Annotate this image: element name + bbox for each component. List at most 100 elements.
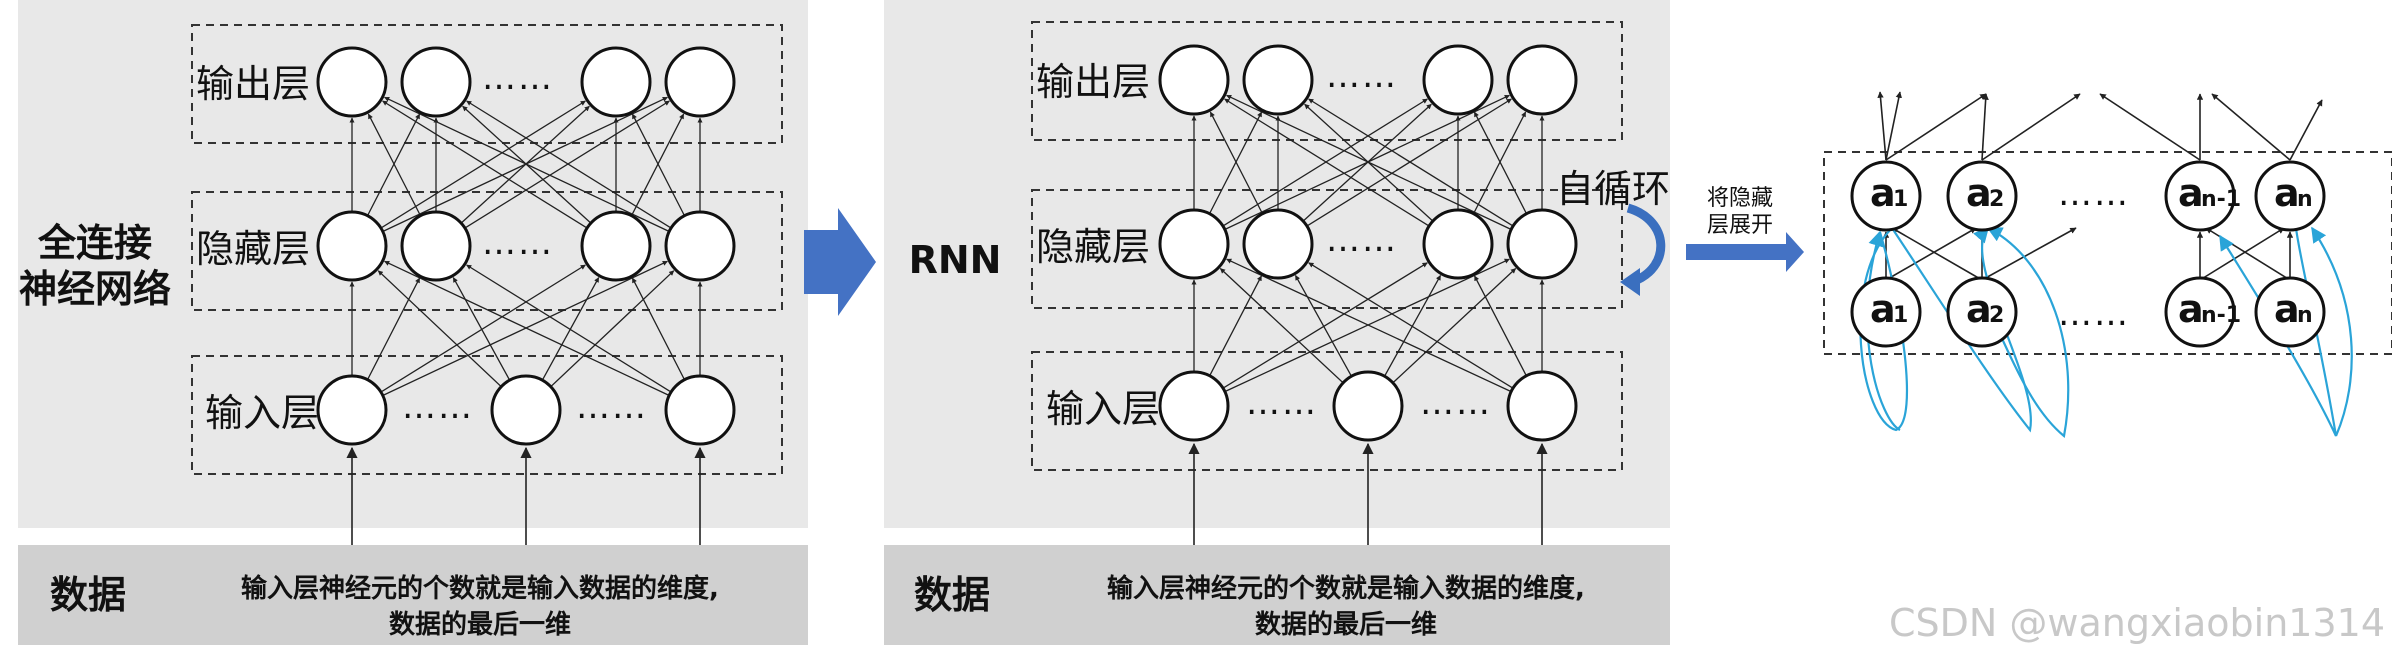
connection-edge — [380, 100, 586, 229]
left-connections — [349, 96, 703, 397]
output-arrow — [2099, 93, 2201, 161]
middle-data-desc-line1: 输入层神经元的个数就是输入数据的维度, — [1107, 573, 1585, 604]
middle-input-neuron — [1506, 370, 1578, 442]
self-loop-arrow — [1626, 203, 1666, 287]
left-input-neuron — [664, 374, 736, 446]
connection-edge — [367, 113, 422, 217]
unfolded-bottom-node — [2164, 276, 2236, 348]
left-hidden-dots: …… — [482, 223, 554, 263]
connection-edge — [1222, 98, 1428, 227]
connection-edge — [1473, 111, 1528, 215]
left-output-neuron — [664, 46, 736, 118]
unfolded-top-node-sub: n-1 — [2201, 187, 2241, 212]
unfolded-top-node-main: a — [2178, 171, 2204, 215]
connection-edge — [466, 264, 672, 393]
unfolded-bottom-node-sub: 1 — [1893, 303, 1908, 328]
unfolded-bottom-node — [1850, 276, 1922, 348]
middle-hidden-neuron — [1422, 208, 1494, 280]
middle-hidden-neuron — [1242, 208, 1314, 280]
left-output-layer-box — [191, 24, 783, 144]
rnn-title: RNN — [909, 238, 1002, 282]
middle-input-dots-2: …… — [1420, 383, 1492, 423]
connection-edge — [631, 277, 686, 381]
output-arrow — [1885, 93, 1987, 161]
middle-connections — [1191, 94, 1545, 393]
connection-arrow — [1885, 227, 1977, 281]
middle-hidden-neuron — [1506, 208, 1578, 280]
left-hidden-neuron — [316, 210, 388, 282]
middle-output-label: 输出层 — [1036, 60, 1150, 104]
left-output-neuron — [316, 46, 388, 118]
middle-input-neuron — [1158, 370, 1230, 442]
flow-arrow-to-rnn — [804, 208, 876, 316]
middle-output-dots: …… — [1326, 56, 1398, 96]
middle-output-neuron — [1506, 44, 1578, 116]
unfolded-bottom-dots: …… — [2058, 294, 2130, 334]
unfolded-hidden-box — [1823, 151, 2392, 355]
unfolded-top-dots: …… — [2058, 174, 2130, 214]
left-input-label: 输入层 — [205, 391, 319, 435]
left-data-bar — [18, 545, 808, 645]
unfolded-bottom-row: a 1 a 2 a n-1 a n — [1850, 276, 2326, 348]
left-hidden-layer-box — [191, 191, 783, 311]
middle-output-neuron — [1422, 44, 1494, 116]
connection-edge — [1308, 262, 1514, 389]
output-arrow — [2211, 93, 2291, 161]
connection-edge — [1219, 268, 1344, 384]
unfolded-top-row: a 1 a 2 a n-1 a n — [1850, 160, 2326, 232]
middle-input-label: 输入层 — [1046, 387, 1160, 431]
left-output-neuron — [400, 46, 472, 118]
output-arrow — [1885, 91, 1902, 161]
unfolded-bottom-node-sub: 2 — [1989, 303, 2004, 328]
left-input-dots-2: …… — [576, 387, 648, 427]
middle-data-label: 数据 — [914, 573, 990, 617]
left-title-line1: 全连接 — [37, 221, 152, 265]
unfolded-top-node-main: a — [1870, 171, 1896, 215]
connection-edge — [631, 113, 686, 217]
connection-edge — [366, 113, 421, 217]
middle-hidden-layer-box — [1031, 189, 1623, 309]
unfolded-bottom-node-sub: n — [2297, 303, 2313, 328]
middle-input-layer-box — [1031, 351, 1623, 471]
left-input-neuron — [316, 374, 388, 446]
unfolded-bottom-node — [1946, 276, 2018, 348]
right-panel: 将隐藏 层展开 — [1686, 91, 2392, 439]
middle-output-layer-box — [1031, 21, 1623, 141]
unfolded-top-node-main: a — [2274, 171, 2300, 215]
left-output-label: 输出层 — [196, 62, 310, 106]
left-hidden-label: 隐藏层 — [196, 227, 310, 271]
unfolded-bottom-node-main: a — [2274, 287, 2300, 331]
connection-edge — [1222, 262, 1428, 389]
left-output-neuron — [580, 46, 652, 118]
connection-edge — [1392, 268, 1517, 384]
connection-edge — [460, 105, 590, 224]
connection-edge — [382, 100, 588, 229]
unfolded-top-node — [2164, 160, 2236, 232]
middle-output-neuron — [1242, 44, 1314, 116]
unfolded-output-arrows — [1877, 91, 2323, 161]
connection-arrow — [1981, 227, 2077, 281]
left-panel: 全连接 神经网络 输出层 隐藏层 输入层 …… …… …… …… 数据 输入层神… — [18, 0, 808, 645]
unfolded-connections — [1882, 227, 2294, 281]
watermark: CSDN @wangxiaobin1314 — [1889, 601, 2385, 645]
middle-hidden-neuron — [1158, 208, 1230, 280]
connection-edge — [1224, 98, 1430, 227]
unfolded-top-node-sub: 2 — [1989, 187, 2004, 212]
connection-edge — [1306, 98, 1512, 227]
connection-edge — [1226, 258, 1512, 393]
unfolded-top-node-sub: n — [2297, 187, 2313, 212]
output-arrow — [1981, 93, 1989, 161]
left-data-desc-line1: 输入层神经元的个数就是输入数据的维度, — [241, 573, 719, 604]
middle-input-neuron — [1332, 370, 1404, 442]
left-input-layer-box — [191, 355, 783, 475]
left-data-label: 数据 — [50, 573, 126, 617]
connection-edge — [1226, 94, 1512, 231]
middle-data-bar — [884, 545, 1670, 645]
connection-edge — [452, 277, 511, 381]
output-arrow — [1877, 91, 1887, 161]
left-title-line2: 神经网络 — [19, 267, 171, 311]
unfolded-top-node-main: a — [1966, 171, 1992, 215]
middle-output-neuron — [1158, 44, 1230, 116]
unfolded-top-node — [1850, 160, 1922, 232]
unfolded-top-node-sub: 1 — [1893, 187, 1908, 212]
